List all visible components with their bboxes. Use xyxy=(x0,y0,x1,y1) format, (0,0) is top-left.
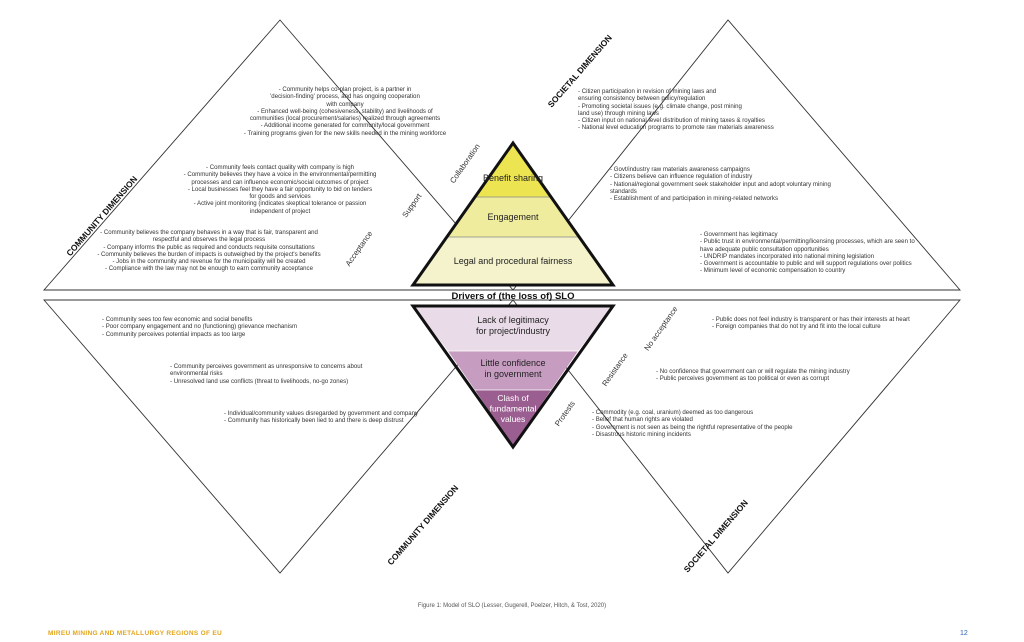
upper-pyramid-outline xyxy=(410,140,616,287)
page-number: 12 xyxy=(960,630,968,637)
side-label-resistance: Resistance xyxy=(600,351,629,388)
note-top-right-collaboration: - Citizen participation in revision of m… xyxy=(578,88,774,132)
footer-brand: MIREU MINING AND METALLURGY REGIONS OF E… xyxy=(48,630,222,637)
level-label-line: in government xyxy=(484,369,542,379)
note-bottom-right-values: - Commodity (e.g. coal, uranium) deemed … xyxy=(592,409,793,438)
level-label-line: Little confidence xyxy=(480,358,545,368)
pyramid-level-little-confidence xyxy=(448,351,578,390)
level-label-legal-fairness: Legal and procedural fairness xyxy=(454,256,573,266)
note-bottom-right-legitimacy: - Public does not feel industry is trans… xyxy=(712,316,910,331)
bottom-left-diamond xyxy=(43,299,514,574)
level-label-line: fundamental xyxy=(490,404,537,414)
side-label-collaboration: Collaboration xyxy=(448,142,482,185)
level-label-line: Clash of xyxy=(497,393,529,403)
note-bottom-left-legitimacy: - Community sees too few economic and so… xyxy=(102,316,298,338)
level-label-line: Lack of legitimacy xyxy=(477,315,549,325)
dimension-label-bottom-left: COMMUNITY DIMENSION xyxy=(385,483,460,567)
top-right-diamond xyxy=(512,19,961,291)
note-bottom-right-confidence: - No confidence that government can or w… xyxy=(656,368,850,383)
pyramid-level-lack-of-legitimacy xyxy=(413,306,613,351)
pyramid-level-benefit-sharing xyxy=(475,143,551,197)
note-bottom-left-values: - Individual/community values disregarde… xyxy=(224,410,419,425)
level-label-line: values xyxy=(501,414,526,424)
level-label-engagement: Engagement xyxy=(487,212,539,222)
level-label-benefit-sharing: Benefit sharing xyxy=(483,173,543,183)
note-top-left-collaboration: - Community helps co-plan project, is a … xyxy=(243,86,447,137)
top-left-diamond xyxy=(43,19,514,291)
level-label-line: for project/industry xyxy=(476,326,551,336)
dimension-label-bottom-right: SOCIETAL DIMENSION xyxy=(682,498,750,575)
pyramid-level-legal-fairness xyxy=(413,237,613,285)
note-top-right-support: - Govt/industry raw materials awareness … xyxy=(610,166,831,203)
figure-caption: Figure 1: Model of SLO (Lesser, Gugerell… xyxy=(417,603,607,609)
pyramid-level-clash-of-values xyxy=(475,390,551,447)
note-top-left-support: - Community feels contact quality with c… xyxy=(183,164,377,215)
bottom-right-diamond xyxy=(512,299,961,574)
note-bottom-left-confidence: - Community perceives government as unre… xyxy=(170,363,363,385)
note-top-left-acceptance: - Community believes the company behaves… xyxy=(97,229,321,273)
side-label-no-acceptance: No acceptance xyxy=(642,305,679,353)
side-label-support: Support xyxy=(400,191,424,219)
pyramid-level-engagement xyxy=(448,197,578,237)
center-label: Drivers of (the loss of) SLO xyxy=(452,291,575,302)
side-label-protests: Protests xyxy=(553,399,577,428)
note-top-right-acceptance: - Government has legitimacy - Public tru… xyxy=(700,231,915,275)
lower-pyramid-outline xyxy=(410,304,616,450)
